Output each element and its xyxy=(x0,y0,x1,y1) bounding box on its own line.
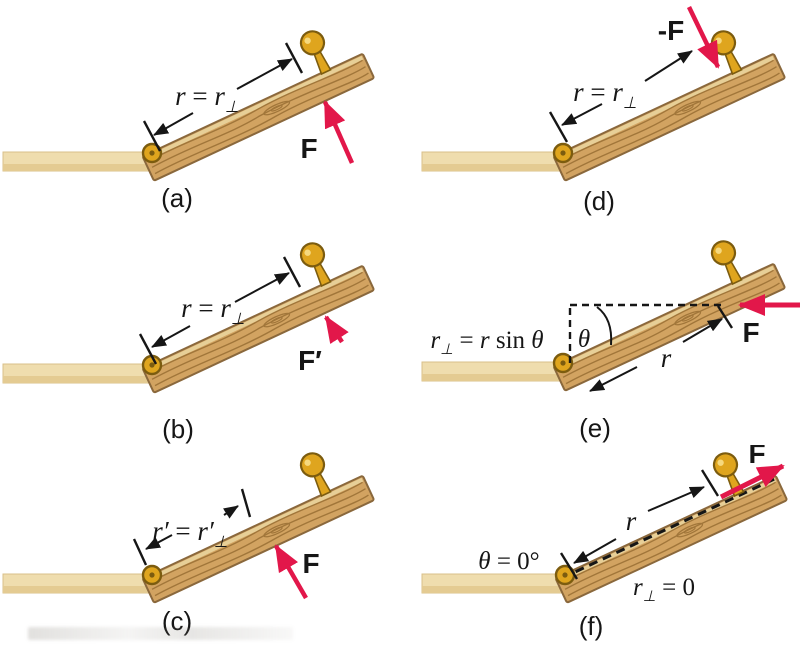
dim-label: r xyxy=(626,506,637,536)
force-arrow xyxy=(322,100,355,164)
plank xyxy=(141,238,376,394)
theta-arc xyxy=(596,306,613,346)
dim-label: r = r⊥ xyxy=(181,293,245,328)
theta-label: θ xyxy=(578,326,590,353)
caption: (d) xyxy=(583,186,615,216)
panel-a: r = r⊥ F (a) xyxy=(2,26,376,213)
hinge-pin xyxy=(552,142,574,164)
force-arrow xyxy=(324,315,349,344)
door-knob xyxy=(707,236,749,288)
caption: (f) xyxy=(579,611,604,641)
force-label: F′ xyxy=(298,345,322,376)
panel-c: r′ = r′⊥ F (c) xyxy=(2,448,376,636)
caption: (c) xyxy=(162,606,192,636)
dimension-arrow: r xyxy=(559,469,720,580)
force-arrow xyxy=(686,6,721,69)
dim-label: r = r⊥ xyxy=(573,77,637,112)
plank xyxy=(554,448,789,604)
force-label: F xyxy=(748,445,765,469)
force-label: F xyxy=(742,317,759,348)
dim-label: r′ = r′⊥ xyxy=(152,516,228,551)
force-label: F xyxy=(302,548,319,579)
door-knob xyxy=(707,26,749,78)
door-knob xyxy=(296,238,338,290)
faint-watermark xyxy=(28,627,293,640)
theta-zero-label: θ = 0° xyxy=(478,548,539,575)
caption: (a) xyxy=(161,183,193,213)
wall-ledge xyxy=(421,361,566,382)
dimension-arrow: r′ = r′⊥ xyxy=(132,488,252,566)
caption: (e) xyxy=(579,413,611,443)
dim-label: r xyxy=(661,343,672,373)
wall-ledge xyxy=(2,573,156,594)
force-arrow xyxy=(719,463,785,500)
panel-d: r = r⊥ -F (d) xyxy=(421,6,787,216)
dimension-arrow: r = r⊥ xyxy=(138,256,302,365)
door-knob xyxy=(296,26,338,78)
force-label: F xyxy=(300,133,317,164)
wall-ledge xyxy=(2,151,156,172)
dimension-arrow: r = r⊥ xyxy=(548,50,693,143)
plank xyxy=(141,26,376,182)
rperp-zero-label: r⊥ = 0 xyxy=(633,574,695,605)
panel-b: r = r⊥ F′ (b) xyxy=(2,238,376,444)
formula-label: r⊥ = r sin θ xyxy=(430,327,543,358)
hinge-pin xyxy=(141,564,163,586)
dim-label: r = r⊥ xyxy=(175,81,239,116)
door-knob xyxy=(296,448,338,500)
wall-ledge xyxy=(421,573,566,594)
dimension-arrow: r = r⊥ xyxy=(142,42,304,152)
caption: (b) xyxy=(162,414,194,444)
panel-f: r θ = 0° r⊥ = 0 F (f) xyxy=(421,445,789,641)
dimension-arrow: r xyxy=(589,305,734,392)
force-arrow xyxy=(274,544,308,600)
dashed-along-plank xyxy=(561,476,778,580)
force-label: -F xyxy=(658,15,684,46)
panel-e: θ r⊥ = r sin θ r F (e) xyxy=(421,236,800,443)
wall-ledge xyxy=(421,151,566,172)
wall-ledge xyxy=(2,363,156,384)
